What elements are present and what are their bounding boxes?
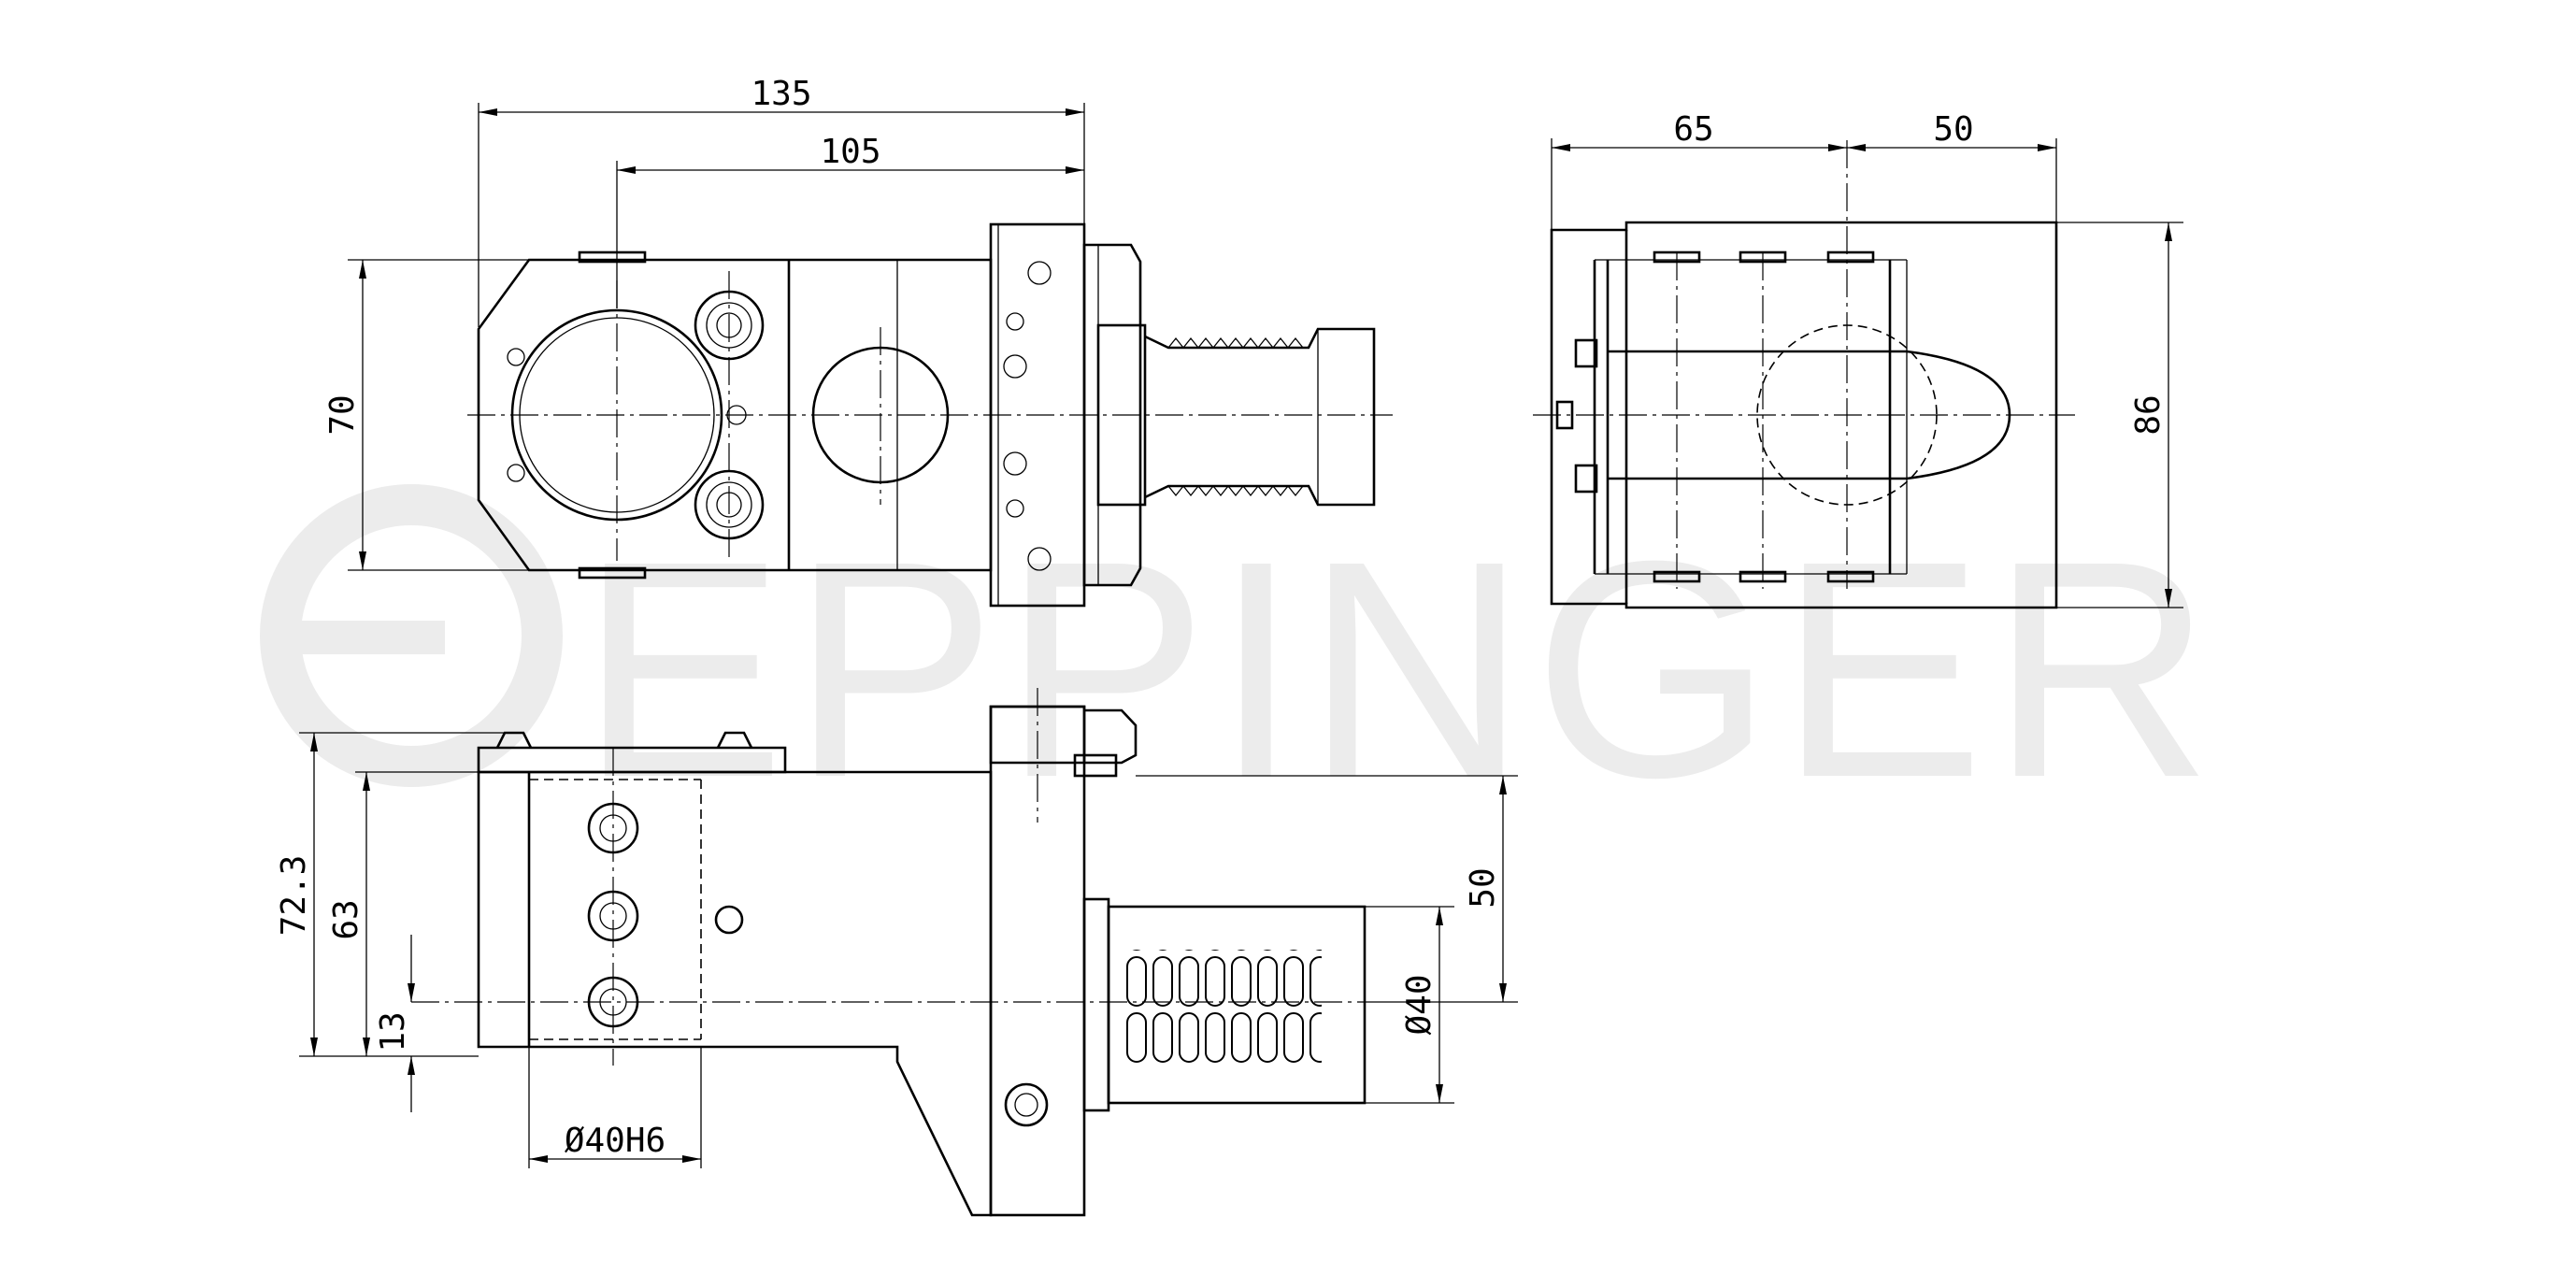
eppinger-logo-icon <box>260 484 563 787</box>
top-view-dimensions: 135 105 70 <box>323 75 1085 571</box>
top-view <box>467 222 1393 608</box>
watermark-text: EPPINGER <box>580 496 2218 841</box>
watermark: EPPINGER <box>260 484 2218 841</box>
dim-86: 86 <box>2129 394 2168 435</box>
dim-50-side: 50 <box>1933 110 1973 149</box>
dim-13: 13 <box>374 1011 412 1052</box>
front-view-dimensions: 72.3 63 13 Ø40H6 50 Ø40 <box>275 732 1518 1168</box>
dim-70: 70 <box>323 394 362 435</box>
front-view <box>411 688 1383 1217</box>
dim-bore-diameter: Ø40H6 <box>565 1122 665 1160</box>
dim-72-3: 72.3 <box>275 855 313 937</box>
side-view-dimensions: 65 50 86 <box>1551 110 2183 608</box>
dim-65: 65 <box>1673 110 1713 149</box>
dim-135: 135 <box>751 75 811 113</box>
dim-105: 105 <box>820 133 880 171</box>
dim-63: 63 <box>327 899 365 939</box>
dim-shank-diameter: Ø40 <box>1400 974 1438 1035</box>
dim-50-shank: 50 <box>1464 867 1502 908</box>
